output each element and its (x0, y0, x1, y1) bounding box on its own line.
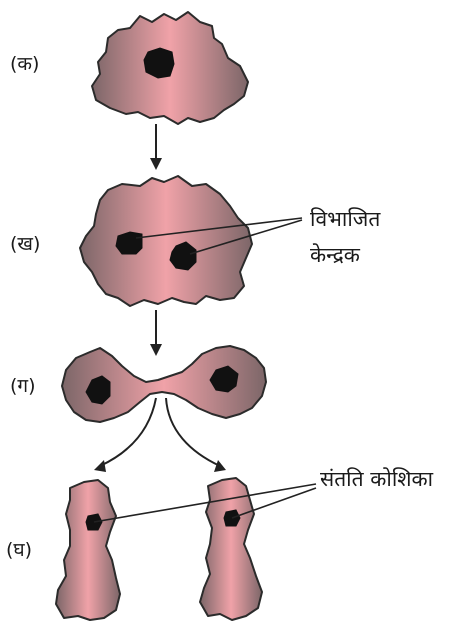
pointer-nucleus-2 (189, 219, 303, 255)
daughter-cell-left (55, 479, 121, 621)
nucleus-dividing-1 (115, 231, 143, 255)
callout-daughter-cells: संतति कोशिका (320, 467, 434, 491)
callout-dividing-nucleus-line2: केन्द्रक (310, 243, 361, 267)
nucleus (143, 47, 175, 79)
arrowhead-1 (150, 158, 162, 170)
pointer-daughter-right (231, 487, 317, 519)
arrowhead-split-left (94, 460, 106, 472)
amoeba-cell-stage-kha (79, 175, 253, 307)
arrow-split-right (165, 397, 221, 467)
nucleus-left (85, 375, 111, 405)
arrowhead-split-right (214, 460, 226, 472)
arrowhead-2 (150, 344, 162, 356)
pointer-daughter-left (93, 483, 317, 523)
callout-dividing-nucleus-line1: विभाजित (310, 207, 381, 231)
pointer-nucleus-1 (135, 217, 303, 239)
nucleus-dividing-2 (169, 241, 197, 271)
amoeba-cell-stage-ga (61, 345, 267, 423)
nucleus-right (209, 365, 239, 393)
stage-label-ka: (क) (10, 53, 39, 75)
stage-label-ga: (ग) (10, 375, 36, 397)
stage-label-gha: (घ) (6, 539, 32, 561)
arrow-split-left (99, 397, 157, 467)
stage-label-kha: (ख) (10, 233, 40, 255)
